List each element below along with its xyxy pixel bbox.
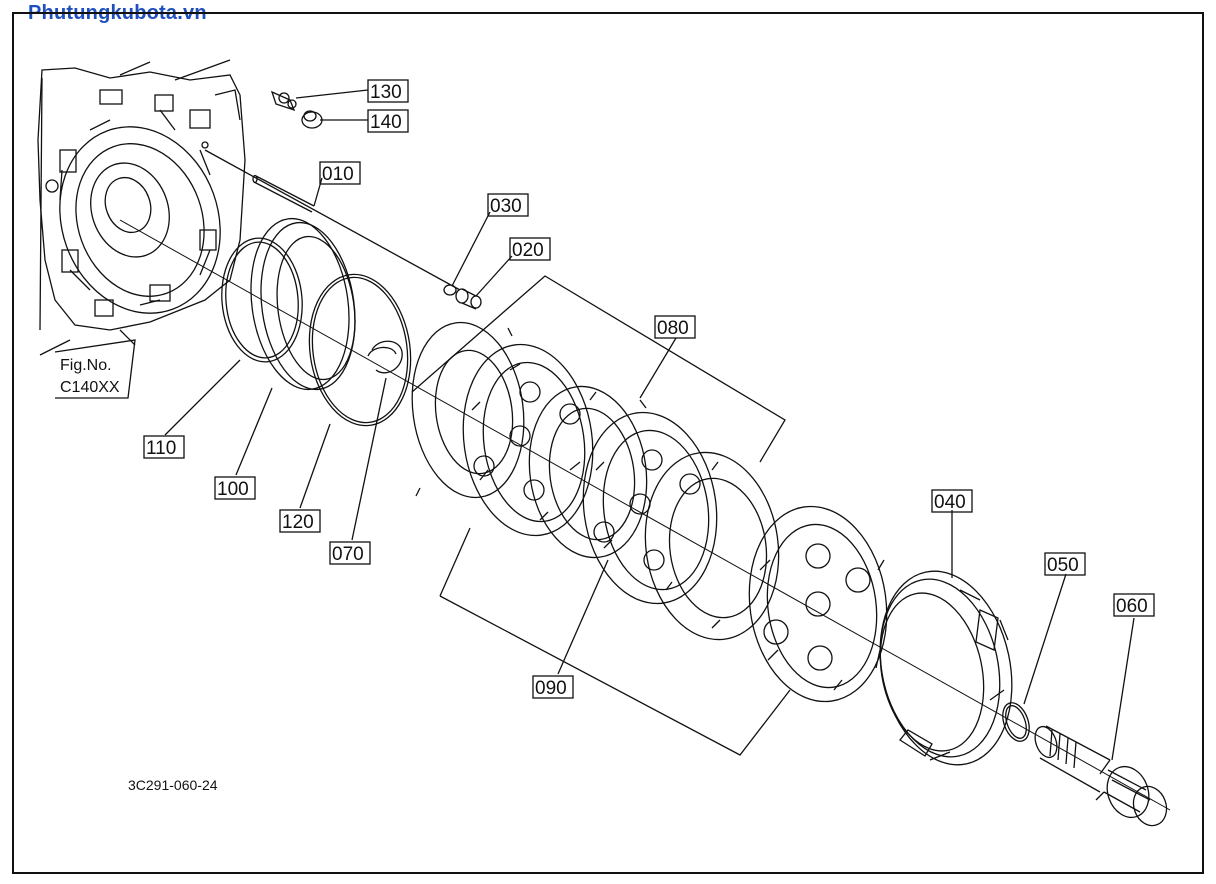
o-ring-110 [221, 237, 303, 363]
friction-disc-3 [748, 505, 888, 703]
label-070: 070 [332, 544, 364, 565]
label-130: 130 [370, 82, 402, 103]
bleeder-screw [270, 90, 297, 112]
fig-ref-line2: C140XX [60, 379, 120, 396]
drawing-frame [12, 12, 1204, 874]
splined-shaft-060 [1034, 725, 1168, 827]
friction-disc-1 [462, 343, 597, 537]
bushing-020 [455, 288, 482, 310]
washer-030 [443, 284, 457, 296]
steel-plate-2 [528, 385, 648, 559]
label-010: 010 [322, 164, 354, 185]
drawing-code: 3C291-060-24 [128, 777, 218, 793]
o-ring-050 [1002, 702, 1030, 742]
spring-clip-070 [367, 340, 403, 374]
label-050: 050 [1047, 555, 1079, 576]
label-080: 080 [657, 318, 689, 339]
fig-ref-line1: Fig.No. [60, 357, 112, 374]
steel-plate-3 [644, 451, 780, 641]
label-030: 030 [490, 196, 522, 217]
pressure-plate-040 [875, 570, 1013, 766]
label-040: 040 [934, 492, 966, 513]
transmission-housing [37, 59, 246, 356]
label-020: 020 [512, 240, 544, 261]
fig-ref-box [54, 339, 136, 399]
label-120: 120 [282, 512, 314, 533]
label-140: 140 [370, 112, 402, 133]
label-090: 090 [535, 678, 567, 699]
group-bracket-080 [411, 275, 786, 463]
o-ring-120 [308, 273, 412, 427]
label-100: 100 [217, 479, 249, 500]
callout-labels: 130 140 010 030 020 080 110 100 120 070 … [60, 82, 1148, 793]
bleeder-cap [301, 110, 323, 129]
friction-disc-2 [582, 411, 719, 605]
label-060: 060 [1116, 596, 1148, 617]
label-110: 110 [146, 438, 176, 459]
